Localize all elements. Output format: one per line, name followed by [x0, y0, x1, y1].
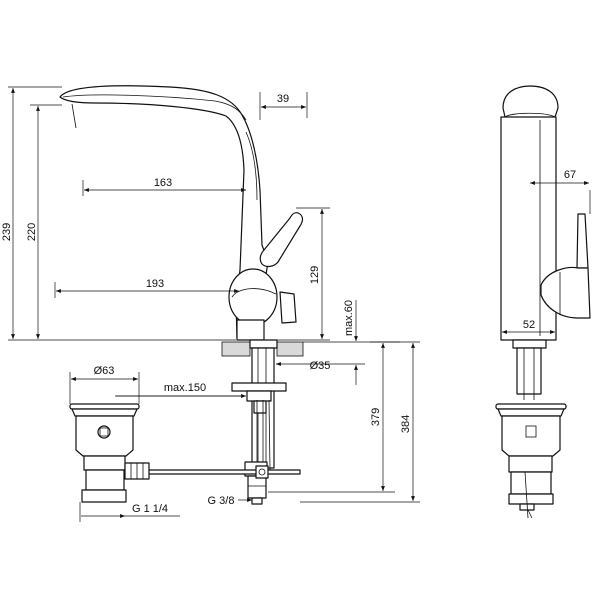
label-67: 67 — [564, 169, 576, 181]
waste-cap — [69, 403, 140, 410]
label-163: 163 — [154, 177, 172, 189]
label-g114: G 1 1/4 — [132, 503, 168, 515]
label-39: 39 — [277, 93, 289, 105]
label-max150: max.150 — [164, 382, 206, 394]
label-g38: G 3/8 — [208, 495, 235, 507]
faucet-knob — [228, 268, 278, 326]
waste-front-view — [69, 403, 150, 503]
side-spout-top — [502, 85, 559, 122]
label-379: 379 — [370, 408, 382, 426]
aerator — [71, 103, 77, 129]
countertop-left — [221, 341, 251, 357]
rear-knob — [279, 291, 297, 324]
label-35: Ø35 — [310, 360, 331, 372]
drain-rod — [147, 469, 301, 475]
faucet-side-view — [495, 85, 591, 519]
waste-slot — [97, 425, 111, 439]
faucet-front-view — [59, 85, 304, 505]
label-63: Ø63 — [94, 365, 115, 377]
faucet-lever — [259, 212, 304, 268]
label-52: 52 — [523, 319, 535, 331]
label-max60: max.60 — [343, 300, 355, 336]
label-220: 220 — [26, 223, 38, 241]
label-129: 129 — [309, 266, 321, 284]
side-lever — [576, 213, 589, 269]
label-193: 193 — [146, 278, 164, 290]
countertop-right — [276, 341, 304, 357]
dimension-lines: 239 220 39 163 193 129 max.60 Ø35 Ø63 ma… — [1, 86, 591, 522]
label-239: 239 — [1, 223, 13, 241]
faucet-base — [236, 319, 265, 341]
label-384: 384 — [400, 415, 412, 433]
